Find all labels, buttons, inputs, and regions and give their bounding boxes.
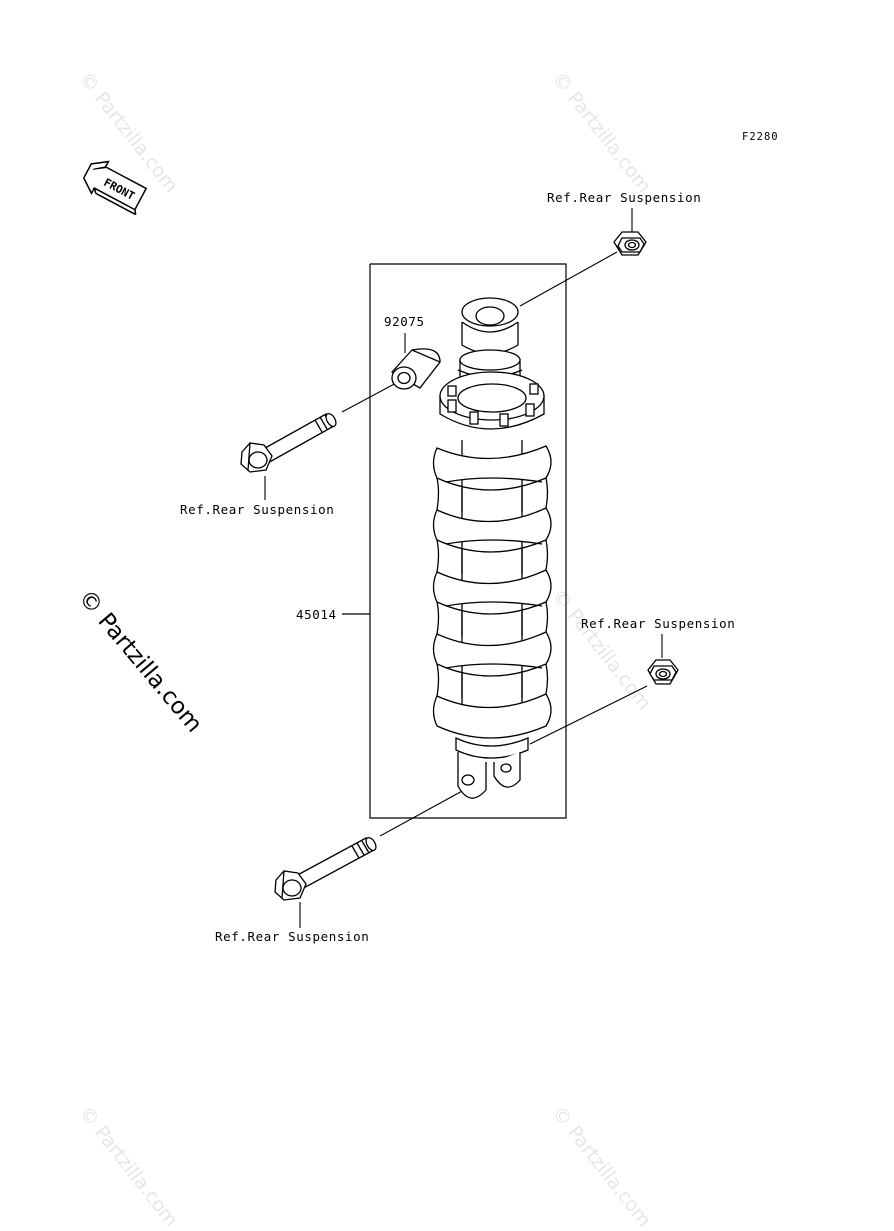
assembly-bracket bbox=[342, 263, 567, 819]
shock-absorber-diagram: FRONT bbox=[82, 160, 679, 928]
shock-upper-eye bbox=[461, 297, 519, 362]
lower-nut bbox=[647, 659, 679, 685]
spring-adjuster-ring bbox=[439, 371, 545, 430]
front-arrow-icon: FRONT bbox=[82, 160, 148, 216]
shock-lower-clevis bbox=[455, 736, 529, 799]
coil-spring bbox=[432, 432, 552, 739]
collar-part-number: 92075 bbox=[384, 314, 425, 329]
upper-bolt bbox=[240, 412, 337, 473]
lower-nut-reference-label: Ref.Rear Suspension bbox=[581, 616, 736, 631]
lower-bolt-reference-label: Ref.Rear Suspension bbox=[215, 929, 370, 944]
collar-92075 bbox=[390, 348, 442, 390]
upper-nut-reference-label: Ref.Rear Suspension bbox=[547, 190, 702, 205]
lower-bolt bbox=[274, 836, 377, 901]
diagram-code: F2280 bbox=[742, 131, 779, 143]
shock-absorber-part-number: 45014 bbox=[296, 607, 337, 622]
upper-nut bbox=[613, 231, 647, 256]
leader-lines bbox=[264, 208, 663, 928]
upper-bolt-reference-label: Ref.Rear Suspension bbox=[180, 502, 335, 517]
